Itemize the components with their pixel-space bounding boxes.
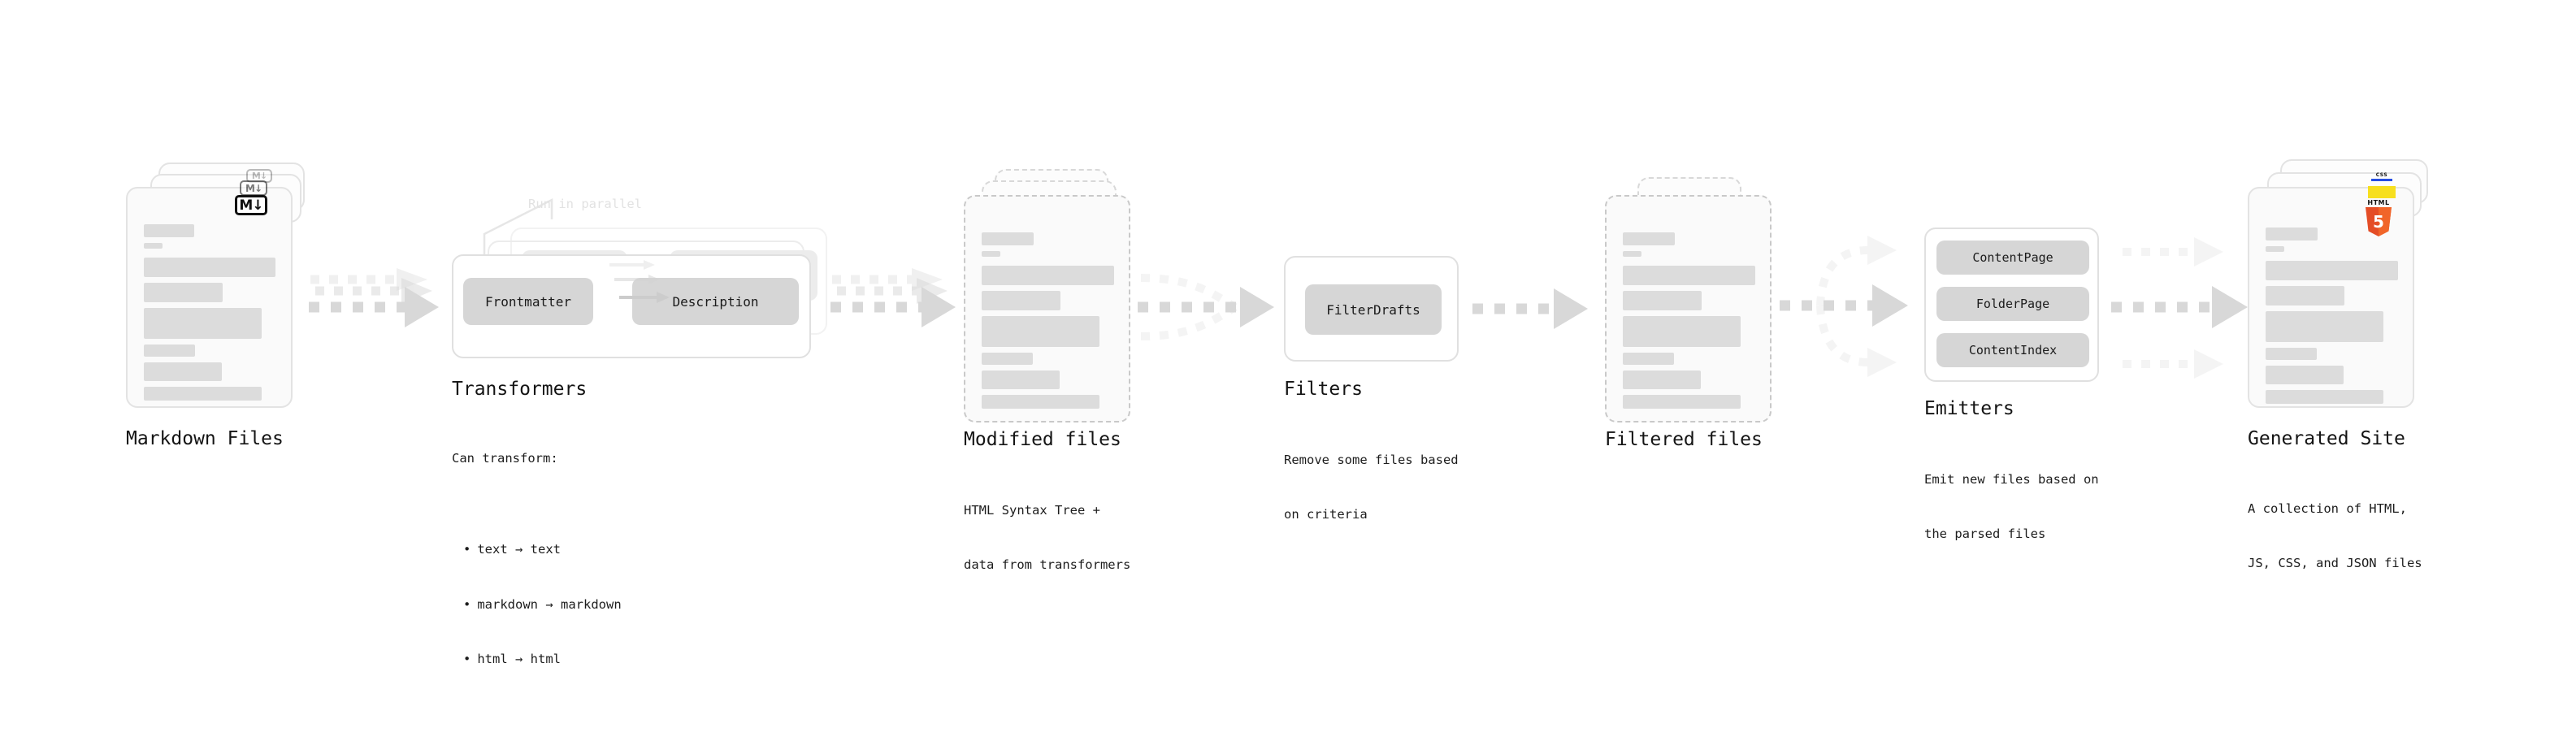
- transformer-pill-description[interactable]: Description: [632, 278, 799, 325]
- modified-file-front: [964, 195, 1130, 422]
- transformers-group: Frontmatter Description Frontmatter Desc…: [452, 228, 834, 362]
- markdown-files-title: Markdown Files: [126, 428, 284, 449]
- transformers-caption-head: Can transform:: [452, 450, 558, 466]
- markdown-file-content: [144, 224, 276, 406]
- filtered-files-title: Filtered files: [1605, 429, 1763, 450]
- transformer-layer-front: Frontmatter Description: [452, 254, 811, 358]
- modified-files-stack: [964, 169, 1151, 422]
- html5-icon: HTML 5: [2361, 200, 2396, 236]
- transformer-pill-frontmatter[interactable]: Frontmatter: [463, 278, 593, 325]
- transformers-caption-item-1: markdown → markdown: [463, 596, 621, 613]
- emitters-title: Emitters: [1924, 398, 2014, 419]
- arrow-filters-to-filtered: [1472, 288, 1588, 329]
- css3-icon: CSS: [2371, 173, 2392, 181]
- markdown-files-stack: M↓ M↓ M↓: [126, 162, 313, 414]
- arrow-emitters-to-site: [2111, 237, 2248, 379]
- filtered-file-front: [1605, 195, 1772, 422]
- transformers-title: Transformers: [452, 379, 588, 400]
- emitters-caption-line-0: Emit new files based on: [1924, 471, 2099, 487]
- generated-site-caption-line-1: JS, CSS, and JSON files: [2248, 556, 2422, 571]
- modified-files-title: Modified files: [964, 429, 1121, 450]
- generated-site-title: Generated Site: [2248, 428, 2405, 449]
- transformer-inner-arrows: [609, 260, 670, 303]
- emitters-caption: Emit new files based on the parsed files: [1924, 434, 2099, 580]
- transformers-caption: Can transform: text → text markdown → ma…: [452, 413, 622, 741]
- filtered-file-content: [1623, 232, 1755, 414]
- run-in-parallel-label: Run in parallel: [528, 197, 642, 211]
- modified-files-caption: HTML Syntax Tree + data from transformer…: [964, 465, 1130, 611]
- modified-files-caption-line-1: data from transformers: [964, 557, 1131, 573]
- filtered-files-stack: [1605, 169, 1792, 422]
- filters-group: FilterDrafts: [1284, 256, 1459, 362]
- filters-caption-line-1: on criteria: [1284, 507, 1368, 522]
- generated-site-caption: A collection of HTML, JS, CSS, and JSON …: [2248, 463, 2422, 609]
- modified-file-content: [982, 232, 1114, 414]
- pipeline-diagram: M↓ M↓ M↓ Markdown Files Run in parallel …: [0, 0, 2576, 681]
- arrow-markdown-to-transformers: [309, 268, 439, 327]
- markdown-file-front: [126, 187, 293, 408]
- emitter-pill-contentindex[interactable]: ContentIndex: [1936, 333, 2089, 367]
- run-in-parallel-bracket: [483, 197, 553, 258]
- transformers-caption-item-2: html → html: [463, 650, 622, 668]
- transformers-caption-list: text → text markdown → markdown html → h…: [452, 504, 622, 704]
- modified-files-caption-line-0: HTML Syntax Tree +: [964, 502, 1100, 518]
- filters-caption-line-0: Remove some files based: [1284, 452, 1459, 467]
- emitter-pill-contentpage[interactable]: ContentPage: [1936, 240, 2089, 275]
- filters-caption: Remove some files based on criteria: [1284, 414, 1459, 561]
- arrow-transformers-to-modified: [830, 268, 956, 327]
- markdown-icon-mid: M↓: [240, 180, 267, 196]
- generated-site-stack: CSS HTML 5: [2248, 159, 2451, 419]
- arrow-modified-to-filters: [1138, 274, 1274, 340]
- generated-site-caption-line-0: A collection of HTML,: [2248, 500, 2407, 516]
- emitters-group: ContentPage FolderPage ContentIndex: [1924, 228, 2099, 382]
- generated-file-content: [2266, 228, 2398, 410]
- markdown-icon: M↓: [235, 195, 267, 215]
- emitter-pill-folderpage[interactable]: FolderPage: [1936, 287, 2089, 321]
- transformers-caption-item-0: text → text: [463, 540, 622, 558]
- arrow-filtered-to-emitters: [1780, 236, 1908, 377]
- emitters-caption-line-1: the parsed files: [1924, 526, 2046, 542]
- javascript-icon: [2368, 186, 2396, 198]
- filters-title: Filters: [1284, 379, 1363, 400]
- filter-pill-filterdrafts[interactable]: FilterDrafts: [1305, 284, 1442, 335]
